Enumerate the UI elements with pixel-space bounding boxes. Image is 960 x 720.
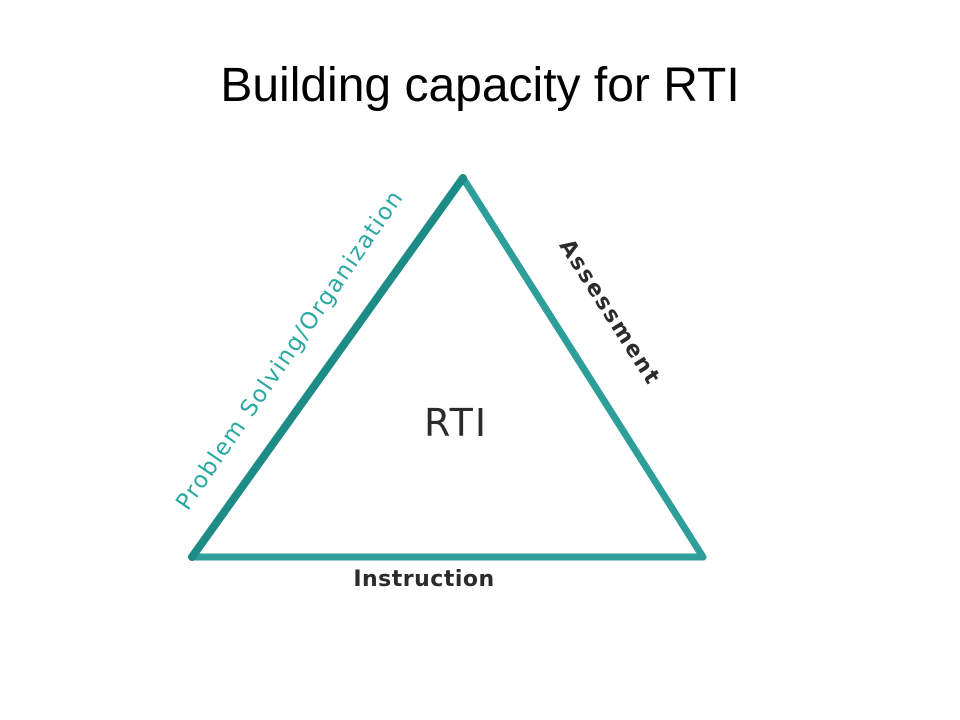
center-label: RTI xyxy=(424,401,488,445)
right-side-label: Assessment xyxy=(554,235,666,390)
slide-title: Building capacity for RTI xyxy=(220,59,740,112)
triangle-edge-right xyxy=(459,174,707,561)
bottom-side-label: Instruction xyxy=(353,567,494,592)
triangle-edge-left xyxy=(188,174,467,561)
left-side-label: Problem Solving/Organization xyxy=(171,185,409,515)
